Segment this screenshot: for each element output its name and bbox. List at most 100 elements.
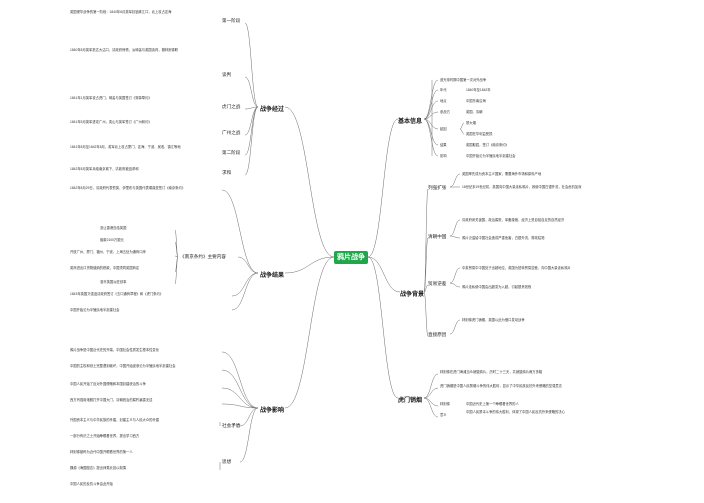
connector-line [174,255,179,258]
connector-line [423,397,439,418]
influence-sub[interactable]: 思想 [222,459,232,464]
process-sub[interactable]: 第一阶段 [222,18,241,23]
process-text: 1841年8月至1842年8月，英军北上攻占厦门、定海、宁波、吴淞、镇江等地 [70,145,181,149]
anti-text: 林则徐在虎门海滩当众销毁鸦片，历时二十三天，共销毁鸦片两万多箱 [440,370,543,374]
connector-line [459,128,465,135]
connector-line [284,256,335,274]
background-text: 鸦片走私使中国由出超变为入超，引起银贵钱贱 [462,285,532,289]
connector-line [423,100,439,120]
connector-line [367,256,401,293]
basic-value: 中国东南沿海 [466,99,486,103]
connector-line [221,369,259,409]
result-item: 英商进出口货物缴纳的税款，中国须同英国商定 [70,266,140,270]
basic-value: 英国取胜，签订《南京条约》 [466,143,509,147]
connector-line [423,237,429,293]
connector-line [423,118,439,157]
branch-influence[interactable]: 战争影响 [260,408,285,414]
basic-row: 道光帝时期中国第一次对外战争 [440,78,487,82]
process-sub[interactable]: 谈判 [222,72,232,77]
branch-basic[interactable]: 基本信息 [398,119,423,125]
basic-value: 英国在华利益受损 [466,132,493,136]
result-item: 开放广州、厦门、福州、宁波、上海五处为通商口岸 [70,250,146,254]
process-sub[interactable]: 第二阶段 [222,150,241,155]
background-text: 18世纪末19世纪初，英国向中国大量走私鸦片，致使中国白银外流，社会危机加深 [462,185,582,189]
branch-anti[interactable]: 虎门销烟 [398,398,423,404]
basic-label: 参战方 [440,110,450,114]
branch-process[interactable]: 战争经过 [260,107,285,113]
connector-line [423,89,439,120]
process-text: 1840年8月英军抵达大沽口，清政府惊慌，派琦善与英国谈判，撤林则徐职 [70,48,179,52]
background-text: 林则徐虎门销烟，英国以此为借口发动战争 [462,318,525,322]
influence-text: 林则徐被称为近代中国开眼看世界的第一人 [70,450,133,454]
background-sub[interactable]: 列强扩张 [428,185,447,190]
influence-text: 魏源《海国图志》提出师夷长技以制夷 [70,466,127,470]
connector-line [367,256,399,399]
background-sub[interactable]: 贸易逆差 [428,281,447,286]
root-node[interactable]: 鸦片战争 [334,251,368,264]
connector-line [237,256,259,274]
connector-line [423,118,439,146]
basic-label: 影响 [440,154,447,158]
background-sub[interactable]: 直接原因 [428,332,447,337]
process-text: 英国侵华战争的第一阶段：1840年6月英军封锁珠江口，北上攻占定海 [70,10,172,14]
connector-line [244,106,259,110]
background-text: 中英贸易中中国处于出超地位，英国为扭转贸易逆差，向中国大量走私鸦片 [462,266,571,270]
process-text: 1841年1月英军攻占虎门，琦善与英国签订《穿鼻草约》 [70,96,152,100]
basic-label: 结果 [440,143,447,147]
branch-background[interactable]: 战争背景 [400,292,425,298]
result-sub[interactable]: 《南京条约》主要内容 [180,254,226,259]
influence-text: 西方列强用炮舰打开中国大门，清朝统治的腐朽暴露无遗 [70,398,153,402]
connector-line [244,76,259,108]
connector-line [423,284,429,293]
connector-line [231,272,259,311]
connector-line [174,241,179,258]
process-sub[interactable]: 广州之战 [222,130,241,135]
process-sub[interactable]: 虎门之战 [222,104,241,109]
connector-line [449,235,461,239]
process-sub[interactable]: 求和 [222,170,232,175]
connector-line [221,403,259,409]
anti-value: 中国人民禁毒斗争的伟大胜利，体现了中国人民反抗外来侵略的决心 [466,410,565,414]
background-text: 清政府闭关锁国，政治腐败，军备废弛，经济上是自给自足的自然经济 [462,218,565,222]
background-text: 英国率先成为资本主义国家，需要海外市场和原料产地 [462,172,542,176]
basic-label: 起因 [440,127,447,131]
connector-line [423,373,439,399]
connector-line [449,219,461,237]
connector-line [244,106,259,156]
result-text: 中国开始沦为半殖民地半封建社会 [70,308,120,312]
connector-line [423,111,439,120]
anti-label: 林则徐 [440,402,450,406]
result-text: 1842年8月29日，清政府代表耆英、伊里布与英国代表璞鼎查签订《南京条约》 [70,186,186,190]
connector-line [449,319,461,335]
branch-result[interactable]: 战争结果 [260,273,285,279]
background-text: 鸦片泛滥给中国社会造成严重危害，白银外流，财政枯竭 [462,236,545,240]
background-sub[interactable]: 清朝中国 [428,234,447,239]
connector-line [423,387,439,399]
result-text: 1843年英国又强迫清政府签订《五口通商章程》和《虎门条约》 [70,292,164,296]
influence-sub[interactable]: 社会矛盾 [222,423,241,428]
result-item: 割让香港岛给英国 [100,226,127,230]
basic-value: 禁大烟 [466,121,476,125]
basic-label: 年代 [440,88,447,92]
connector-line [367,118,399,258]
connector-line [449,282,461,288]
connector-line [423,79,439,120]
connector-line [244,106,259,176]
basic-label: 地点 [440,99,447,103]
connector-line [174,229,179,258]
connector-line [423,291,429,337]
connector-line [221,189,259,274]
anti-text: 虎门销烟是中国人民禁烟斗争的伟大胜利，显示了中华民族反抗外来侵略的坚强意志 [440,384,562,388]
process-text: 1842年8月英军兵临南京城下，清政府被迫求和 [70,167,139,171]
connector-line [239,407,259,427]
connector-line [244,22,259,108]
influence-text: 鸦片战争是中国近代史的开端，中国社会性质发生根本性变化 [70,348,160,352]
influence-text: 中国的主权和领土完整遭到破坏，中国开始逐渐沦为半殖民地半封建社会 [70,364,176,368]
connector-line [449,267,461,284]
connector-line [449,173,461,188]
influence-text: 外国资本主义与中华民族的矛盾，封建主义与人民大众的矛盾 [70,418,160,422]
connector-line [423,397,439,407]
basic-value: 1840年至1842年 [466,88,491,92]
connector-line [221,387,259,409]
anti-label: 意义 [440,413,447,417]
